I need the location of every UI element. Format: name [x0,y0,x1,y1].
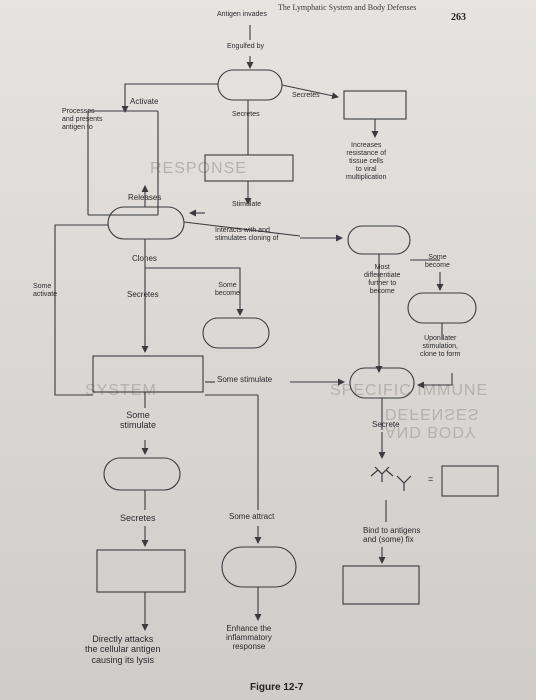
connector-line [54,224,108,396]
label-secretes-mid: Secretes [127,290,159,299]
blank-box-antibody-name [441,465,499,497]
label-some-activate: Some activate [33,283,58,299]
label-secrete: Secrete [372,420,400,429]
label-activate: Activate [130,97,159,106]
label-secretes-low: Secretes [120,513,156,523]
label-interacts-with: Interacts with and stimulates cloning of [215,227,279,243]
blank-node-macrophage [221,546,297,588]
page-number: 263 [451,12,466,23]
figure-label: Figure 12-7 [250,682,304,693]
label-antigen-invades: Antigen invades [217,11,267,18]
label-most-differentiate: Most differentiate further to become [364,264,401,296]
label-equals: = [428,474,434,484]
blank-box-perforin [96,549,186,593]
label-increases-resistance: Increases resistance of tissue cells to … [346,142,387,182]
running-title: The Lymphatic System and Body Defenses [278,3,417,12]
arrow [417,373,453,389]
label-some-stimulate-arrow: Some stimulate [217,375,273,384]
label-secretes-top: Secretes [232,111,260,118]
blank-box-secreted-substance [343,90,407,120]
label-processes-and-presents: Processes and presents antigen to [62,108,103,132]
label-engulfed-by: Engulfed by [227,43,264,50]
bleed-through-text: RESPONSE [150,160,247,177]
processing-pathway-box [87,110,159,216]
label-directly-attacks: Directly attacks the cellular antigen ca… [85,634,161,665]
label-some-become: Some become [215,282,240,298]
label-upon-later-stimulation: Upon later stimulation, clone to form [420,335,461,359]
label-secretes-arrow: Secretes [292,92,320,99]
blank-node-plasma-cell [349,367,415,399]
arrow [145,267,244,316]
label-bind-to-antigens: Bind to antigens and (some) fix [363,526,421,545]
blank-box-complement [342,565,420,605]
label-some-become-right: Some become [425,254,450,270]
arrow [281,84,339,100]
bleed-through-text: SPECIFIC IMMUNE [330,382,489,399]
arrow [121,83,218,113]
blank-box-secreted-factor [204,154,294,182]
blank-node-engulfing-cell [217,69,283,101]
blank-node-killer-t-cell [103,457,181,491]
label-releases: Releases [128,193,162,202]
label-some-stimulate: Some stimulate [120,410,157,431]
connector-line [183,221,301,237]
blank-box-lymphokines [92,355,204,393]
label-some-attract: Some attract [229,512,275,521]
blank-node-memory-b-cell [407,292,477,324]
antibody-icon [370,466,412,491]
bleed-through-text: SYSTEM [85,382,157,399]
label-clones: Clones [132,254,157,263]
label-stimulate: Stimulate [232,201,262,208]
label-enhance-inflammatory: Enhance the inflammatory response [226,624,272,652]
blank-node-b-cell [347,225,411,255]
blank-node-helper-cell [107,206,185,240]
blank-node-memory-t-cell [202,317,270,349]
